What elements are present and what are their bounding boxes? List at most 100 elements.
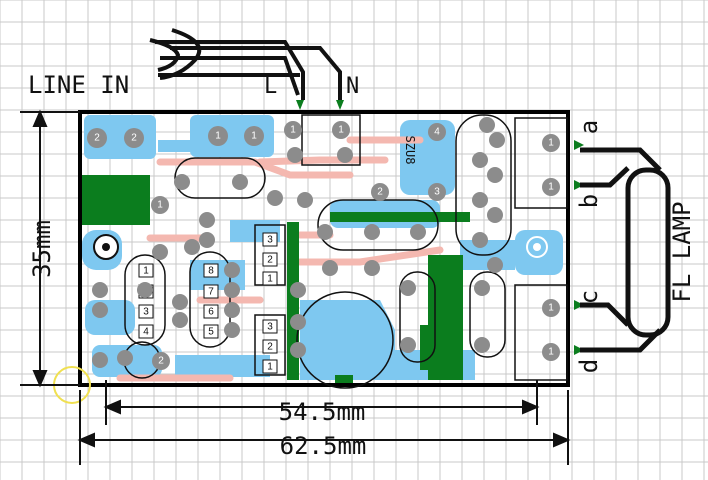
pad <box>174 174 190 190</box>
pad <box>487 167 503 183</box>
pad <box>224 302 240 318</box>
pad <box>184 239 200 255</box>
pad: 1 <box>284 121 302 139</box>
pad: 2 <box>152 352 170 370</box>
svg-text:2: 2 <box>377 187 383 198</box>
pad: 3 <box>262 319 278 334</box>
pad: 2 <box>87 128 107 148</box>
line-l-label: L <box>264 74 277 99</box>
pad: 2 <box>124 128 144 148</box>
pad: 7 <box>203 284 219 299</box>
line-in-arrows <box>296 100 584 355</box>
pad <box>474 337 490 353</box>
pad <box>224 322 240 338</box>
svg-text:1: 1 <box>548 347 554 358</box>
pad <box>224 262 240 278</box>
pad <box>410 224 426 240</box>
dimension-lines <box>20 109 571 465</box>
pad <box>92 352 108 368</box>
svg-text:5: 5 <box>208 327 214 338</box>
pad <box>172 294 188 310</box>
pad: 1 <box>262 271 278 286</box>
pad <box>474 280 490 296</box>
svg-text:3: 3 <box>267 322 273 333</box>
pad: 3 <box>428 183 446 201</box>
svg-text:4: 4 <box>434 127 440 138</box>
svg-text:8: 8 <box>208 266 214 277</box>
pad <box>487 257 503 273</box>
terminal-d-label: d <box>575 359 603 373</box>
svg-text:1: 1 <box>290 125 296 136</box>
pad <box>287 147 303 163</box>
pad <box>290 342 306 358</box>
pad: 3 <box>262 232 278 247</box>
top-copper-layer <box>82 175 470 387</box>
svg-text:2: 2 <box>94 133 100 144</box>
width-dimension-label: 62.5mm <box>280 432 367 460</box>
svg-text:1: 1 <box>267 362 273 373</box>
svg-text:1: 1 <box>215 131 221 142</box>
pad: 1 <box>208 126 228 146</box>
pad: 4 <box>138 324 154 339</box>
svg-text:3: 3 <box>434 187 440 198</box>
pad <box>489 132 505 148</box>
pad <box>172 312 188 328</box>
pad: 1 <box>542 134 560 152</box>
fl-lamp-label: FL LAMP <box>668 201 696 302</box>
hole-spacing-dimension-label: 54.5mm <box>279 398 366 426</box>
pad <box>117 350 133 366</box>
pads: 2 2 1 1 1 1 4 2 3 1 1 1 1 1 2 1 2 3 4 8 … <box>87 121 560 374</box>
pad <box>487 207 503 223</box>
pad: 6 <box>203 304 219 319</box>
pad <box>290 314 306 330</box>
svg-text:3: 3 <box>143 307 149 318</box>
pad: 2 <box>262 339 278 354</box>
svg-text:1: 1 <box>548 182 554 193</box>
pad <box>472 192 488 208</box>
pad <box>92 282 108 298</box>
pad: 3 <box>138 304 154 319</box>
pad <box>199 212 215 228</box>
svg-text:1: 1 <box>548 303 554 314</box>
board-outline <box>78 110 570 387</box>
height-dimension-label: 35mm <box>28 220 56 278</box>
pad <box>317 224 333 240</box>
svg-text:4: 4 <box>143 327 149 338</box>
line-n-label: N <box>346 74 359 99</box>
pad <box>232 174 248 190</box>
pad <box>400 280 416 296</box>
pad: 2 <box>371 183 389 201</box>
pad <box>364 224 380 240</box>
pad: 1 <box>151 196 169 214</box>
pad: 4 <box>428 123 446 141</box>
plain-pads <box>92 117 505 368</box>
svg-text:1: 1 <box>338 125 344 136</box>
pad <box>267 190 283 206</box>
svg-text:1: 1 <box>267 274 273 285</box>
pad <box>297 192 313 208</box>
svg-text:2: 2 <box>158 356 164 367</box>
pad: 1 <box>542 178 560 196</box>
pad: 1 <box>244 126 264 146</box>
svg-text:1: 1 <box>251 131 257 142</box>
pad <box>472 232 488 248</box>
svg-text:1: 1 <box>157 200 163 211</box>
svg-text:3: 3 <box>267 235 273 246</box>
pad <box>337 147 353 163</box>
pad <box>472 152 488 168</box>
terminal-a-label: a <box>575 120 603 134</box>
pad: 1 <box>138 263 154 278</box>
pad <box>364 260 380 276</box>
svg-text:2: 2 <box>267 255 273 266</box>
svg-text:7: 7 <box>208 287 214 298</box>
pad <box>137 282 153 298</box>
pad <box>92 302 108 318</box>
svg-text:2: 2 <box>267 342 273 353</box>
terminal-c-label: c <box>575 290 603 304</box>
pad <box>479 117 495 133</box>
svg-text:1: 1 <box>143 266 149 277</box>
fl-lamp-outline <box>580 147 671 353</box>
